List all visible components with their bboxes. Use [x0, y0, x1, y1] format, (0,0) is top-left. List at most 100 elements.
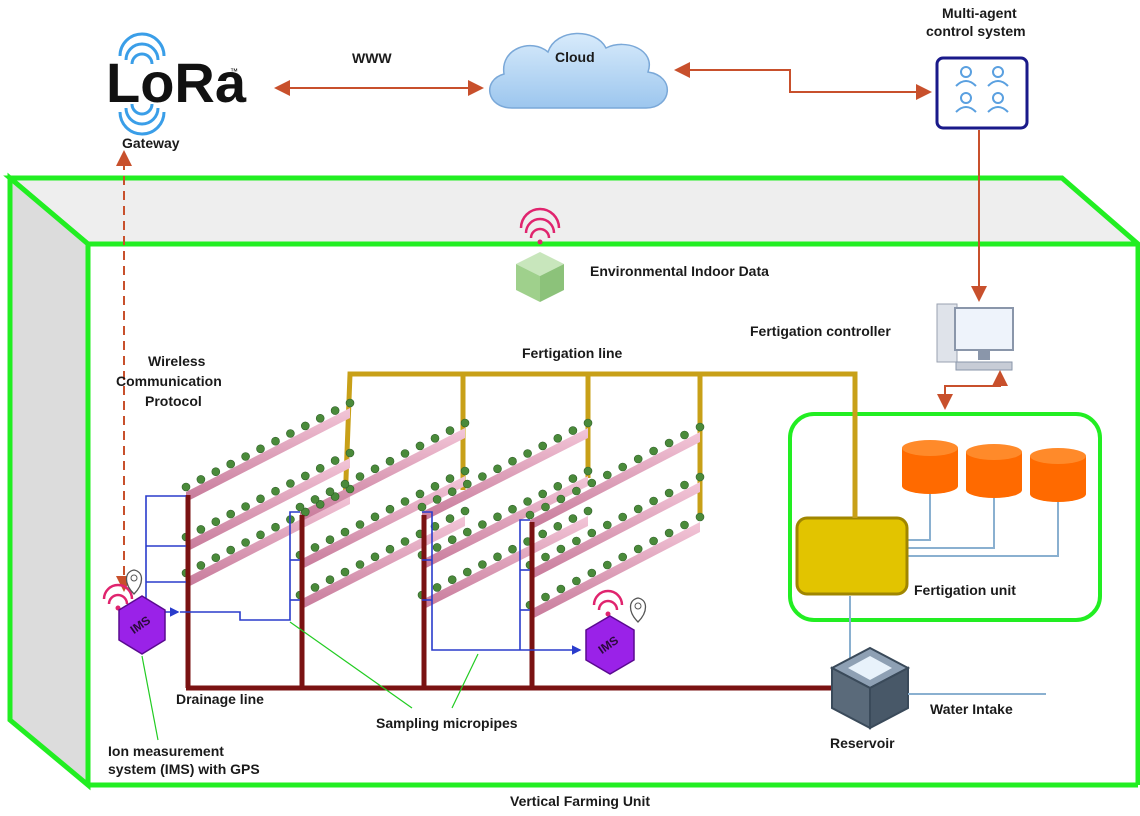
plant-icon [400, 497, 410, 506]
wifi-icon [592, 589, 624, 617]
plant-icon [541, 592, 550, 602]
plant-icon [649, 446, 658, 456]
plant-icon [445, 514, 455, 523]
reservoir-water-icon [848, 656, 892, 680]
plant-icon [508, 544, 517, 554]
plant-icon [400, 537, 410, 546]
multi-agent-control-system: Multi-agent control system [926, 5, 1029, 302]
plant-icon [508, 504, 517, 514]
lora-logo-box [98, 42, 243, 122]
plant-icon [400, 449, 410, 458]
plant-icon [447, 535, 457, 545]
lora-gateway: LoRa ™ Gateway [98, 32, 247, 151]
plant-icon [310, 495, 320, 504]
plant-shelves [181, 398, 705, 620]
fertigation-controller: Fertigation controller [750, 303, 1014, 410]
wifi-icon [519, 207, 561, 245]
plant-icon [538, 441, 548, 451]
plant-icon [340, 527, 350, 537]
plant-icon [241, 452, 250, 461]
plant-icon [587, 528, 597, 538]
plant-icon [315, 499, 325, 509]
plant-icon [462, 479, 472, 489]
plant-icon [462, 527, 472, 537]
ims-hexagon [118, 595, 166, 655]
plant-icon [695, 422, 705, 432]
plant-icon [325, 487, 335, 497]
fertigation-unit-frame [788, 412, 1102, 622]
plant-icon [325, 575, 335, 585]
plant-icon [340, 567, 350, 577]
plant-icon [432, 495, 442, 504]
plant-icon [478, 560, 487, 569]
plant-icon [556, 584, 566, 594]
shelf-group-4 [530, 432, 700, 620]
multi-agent-label-2: control system [926, 23, 1026, 39]
plant-icon [385, 504, 395, 514]
plant-icon [633, 544, 643, 554]
plant-icon [370, 552, 380, 562]
plant-icon [460, 506, 470, 516]
plant-icon [445, 474, 455, 483]
plant-icon [462, 567, 472, 577]
lora-trademark: ™ [230, 67, 238, 76]
gps-pin-icon [125, 569, 143, 595]
plant-icon [345, 398, 355, 408]
env-cube-left [516, 264, 540, 302]
plant-icon [523, 497, 532, 506]
plant-icon [680, 480, 689, 490]
plant-icon [271, 436, 280, 446]
cloud-icon: Cloud [488, 32, 668, 109]
plant-icon [618, 462, 628, 472]
wireless-label-2: Communication [116, 373, 222, 389]
plant-icon [602, 520, 612, 530]
multi-agent-label-1: Multi-agent [942, 5, 1017, 21]
fertigation-unit-area: Fertigation unit [788, 412, 1102, 622]
plant-icon [271, 486, 280, 496]
plant-icon [493, 512, 502, 522]
fertigation-controller-label: Fertigation controller [750, 323, 891, 339]
ims-hexagon [585, 615, 635, 675]
fertigation-mixer [795, 516, 909, 596]
plant-icon [568, 514, 578, 523]
drainage-line [185, 495, 840, 691]
sampling-pointer-lines [289, 621, 479, 709]
plant-icon [553, 481, 563, 491]
nutrient-tanks [902, 440, 1086, 502]
gateway-label: Gateway [122, 135, 180, 151]
ims-node-1: IMS [102, 569, 166, 741]
computer-monitor-icon [954, 307, 1014, 351]
plant-icon [493, 464, 502, 474]
www-label: WWW [352, 50, 392, 66]
users-icon [955, 66, 1009, 113]
plant-icon [430, 481, 440, 491]
fertigation-unit-label: Fertigation unit [914, 582, 1016, 598]
plant-icon [572, 536, 581, 546]
plant-icon [664, 438, 674, 448]
plant-icon [618, 512, 628, 522]
plant-icon [572, 576, 581, 586]
controller-to-unit-arrow [937, 370, 1008, 410]
plant-icon [649, 536, 658, 546]
tank-icon [966, 444, 1022, 498]
reservoir-label: Reservoir [830, 735, 895, 751]
gps-pin-icon [629, 597, 647, 623]
env-data-label: Environmental Indoor Data [590, 263, 769, 279]
plant-icon [568, 474, 578, 483]
plant-icon [300, 507, 310, 517]
plant-icon [583, 506, 593, 516]
plant-icon [568, 426, 578, 435]
plant-icon [256, 530, 265, 540]
cloud-label: Cloud [555, 49, 595, 65]
plant-icon [633, 454, 643, 464]
plant-icon [553, 433, 563, 443]
shelf-group-2 [300, 428, 465, 610]
room-ceiling [3, 175, 1140, 247]
plant-icon [286, 429, 295, 438]
plant-icon [226, 459, 235, 469]
plant-icon [300, 471, 310, 481]
room-left-wall [7, 172, 91, 791]
plant-icon [493, 552, 502, 562]
plant-icon [432, 543, 442, 552]
